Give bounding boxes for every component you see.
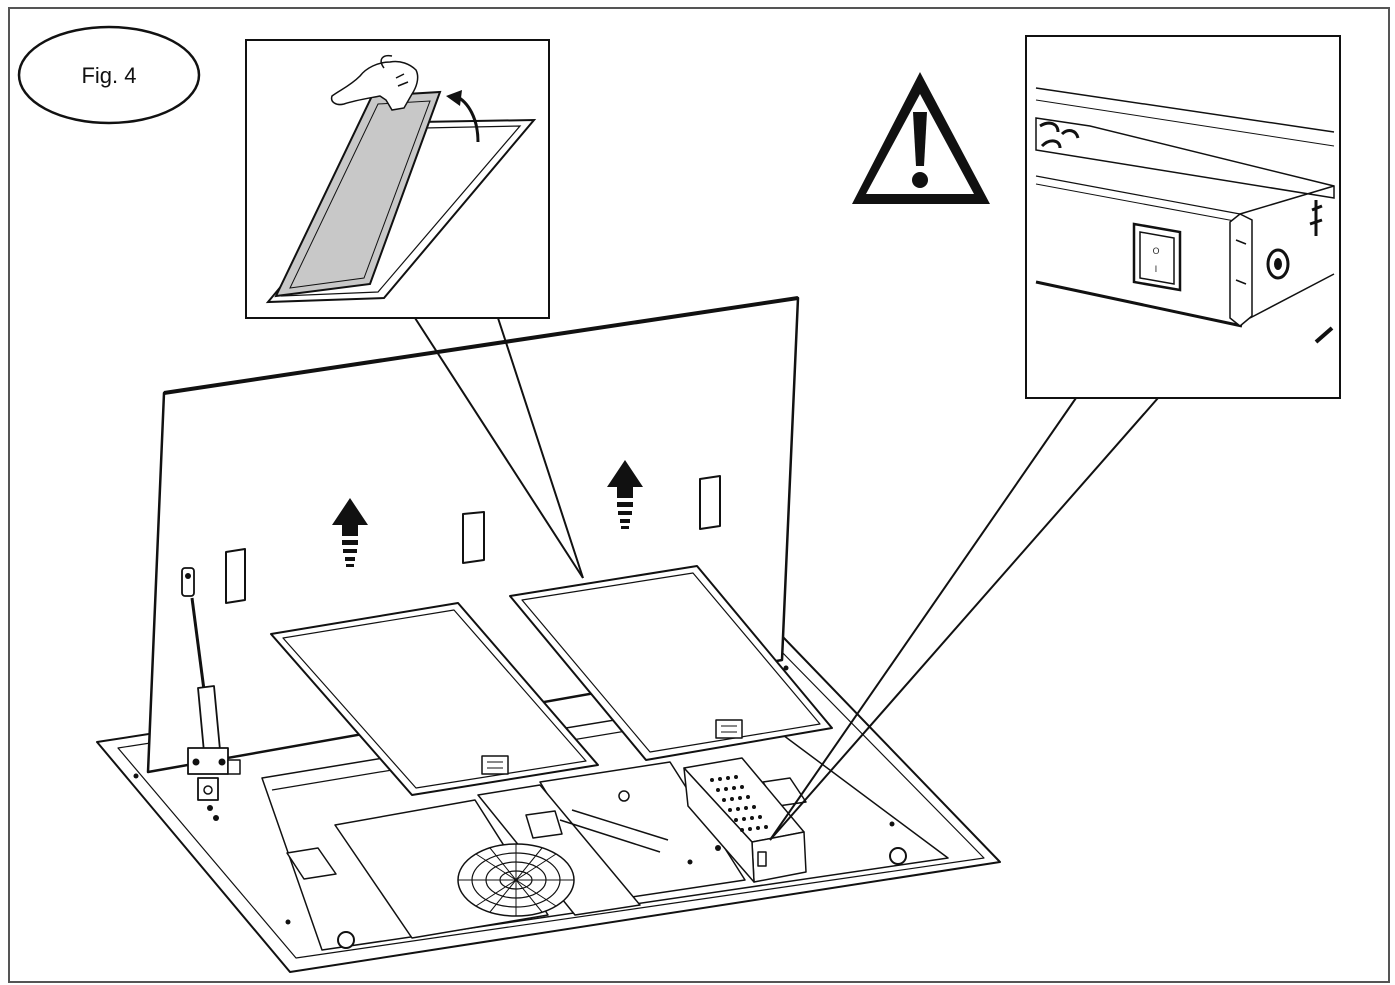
- panel-slot-3: [699, 475, 721, 530]
- callout-filter-removal: [245, 39, 584, 579]
- hand-icon: [330, 54, 419, 111]
- warning-icon: [852, 72, 990, 204]
- gas-strut: [181, 567, 241, 801]
- callout-filter-leader-1: [414, 317, 584, 579]
- figure-frame: [8, 7, 1390, 983]
- control-box-side: [683, 767, 755, 883]
- figure-label: Fig. 4: [81, 63, 136, 88]
- callout-switch-leader-2: [769, 397, 1159, 841]
- figure-label-oval: [17, 25, 201, 125]
- control-box-vents: [710, 775, 768, 832]
- panel-slot-1: [225, 548, 246, 604]
- switch-mark-on: I: [1155, 265, 1158, 275]
- up-arrow-icon: [332, 498, 368, 567]
- rocker-switch-icon: O I: [1132, 222, 1182, 292]
- switch-mark-off: O: [1152, 247, 1159, 257]
- base-slot-left: [286, 847, 337, 880]
- base-screws: [133, 665, 907, 949]
- callout-switch-leader-1: [769, 397, 1077, 841]
- callout-switch-box: [1025, 35, 1341, 399]
- callout-power-switch: O I: [769, 35, 1341, 841]
- callout-filter-leader-2: [497, 317, 584, 579]
- panel-slot-2: [462, 511, 485, 564]
- grease-filter-right: [509, 565, 833, 761]
- grease-filter-left: [270, 602, 599, 796]
- glass-panel-top-edge: [163, 296, 799, 395]
- up-arrow-icon: [607, 460, 643, 529]
- control-box-switch: [757, 851, 767, 867]
- chassis-rail-slot: [525, 810, 563, 839]
- fan-grille-icon: [457, 843, 575, 917]
- hood-assembly: [96, 296, 1001, 973]
- figure-label-badge: Fig. 4: [17, 25, 201, 125]
- switch-housing-top: [1035, 117, 1335, 199]
